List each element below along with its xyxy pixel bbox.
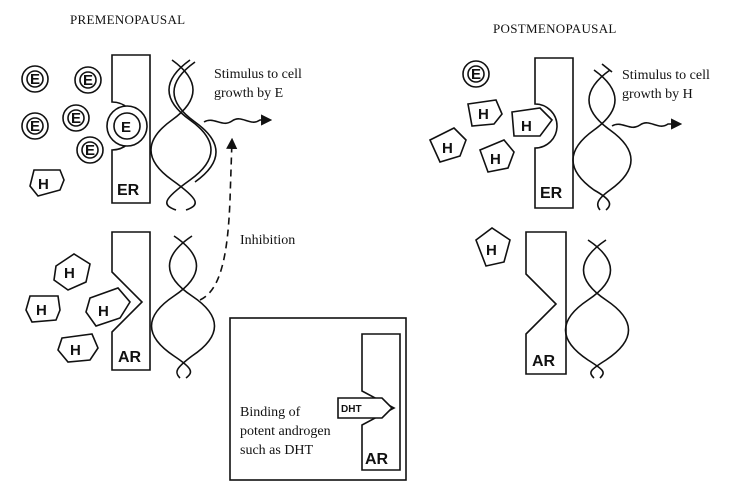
post-er-receptor: [534, 57, 574, 209]
svg-text:H: H: [490, 151, 501, 168]
pre-stimulus-line2: growth by E: [214, 86, 283, 101]
pre-free-androgen-top: H: [29, 169, 65, 197]
post-ar-dna-helix: [564, 239, 630, 379]
premenopausal-title: PREMENOPAUSAL: [70, 12, 185, 27]
svg-text:DHT: DHT: [341, 404, 362, 415]
svg-text:E: E: [30, 118, 40, 135]
svg-text:H: H: [70, 342, 81, 359]
post-stimulus-arrow: [611, 118, 683, 130]
svg-text:H: H: [442, 140, 453, 157]
inset-caption-line1: Binding of: [240, 405, 301, 420]
post-stimulus-line2: growth by H: [622, 87, 693, 102]
pre-stimulus-arrow: [203, 114, 273, 126]
inset-ar-receptor: [361, 333, 401, 471]
pre-free-estrogen: E E E E E: [21, 65, 104, 164]
post-bound-androgen: H: [511, 107, 554, 137]
svg-text:H: H: [36, 302, 47, 319]
svg-text:H: H: [98, 303, 109, 320]
inhibition-label: Inhibition: [240, 233, 295, 248]
svg-text:E: E: [85, 142, 95, 159]
inset-ar-label: AR: [365, 451, 389, 468]
post-ar-label: AR: [532, 353, 556, 370]
pre-free-androgen: H H H: [25, 253, 99, 363]
svg-text:E: E: [471, 66, 481, 83]
post-ar-receptor: [525, 231, 567, 375]
svg-text:H: H: [486, 242, 497, 259]
pre-ar-receptor: [111, 231, 151, 371]
dht-inset-box: [229, 317, 407, 481]
pre-bound-estrogen: E: [106, 105, 148, 147]
inset-caption-line3: such as DHT: [240, 443, 314, 458]
pre-er-label: ER: [117, 182, 140, 199]
pre-stimulus-line1: Stimulus to cell: [214, 67, 302, 82]
inhibition-arrow: [199, 137, 238, 301]
pre-ar-dna-helix: [150, 235, 216, 379]
svg-text:H: H: [64, 265, 75, 282]
svg-text:H: H: [478, 106, 489, 123]
svg-text:H: H: [521, 118, 532, 135]
pre-ar-label: AR: [118, 349, 142, 366]
svg-text:E: E: [30, 71, 40, 88]
svg-text:E: E: [121, 119, 131, 136]
postmenopausal-title: POSTMENOPAUSAL: [493, 21, 617, 36]
pre-er-dna-helix: [150, 59, 217, 211]
inset-caption-line2: potent androgen: [240, 424, 331, 439]
pre-bound-androgen: H: [85, 287, 131, 327]
post-er-dna-helix: [572, 63, 632, 211]
post-er-label: ER: [540, 185, 563, 202]
post-stimulus-line1: Stimulus to cell: [622, 68, 710, 83]
svg-text:H: H: [38, 176, 49, 193]
post-free-androgen: H H H H: [428, 99, 515, 267]
svg-text:E: E: [83, 72, 93, 89]
dht-ligand: DHT: [337, 397, 394, 419]
svg-text:E: E: [71, 110, 81, 127]
post-free-estrogen: E: [462, 60, 490, 88]
